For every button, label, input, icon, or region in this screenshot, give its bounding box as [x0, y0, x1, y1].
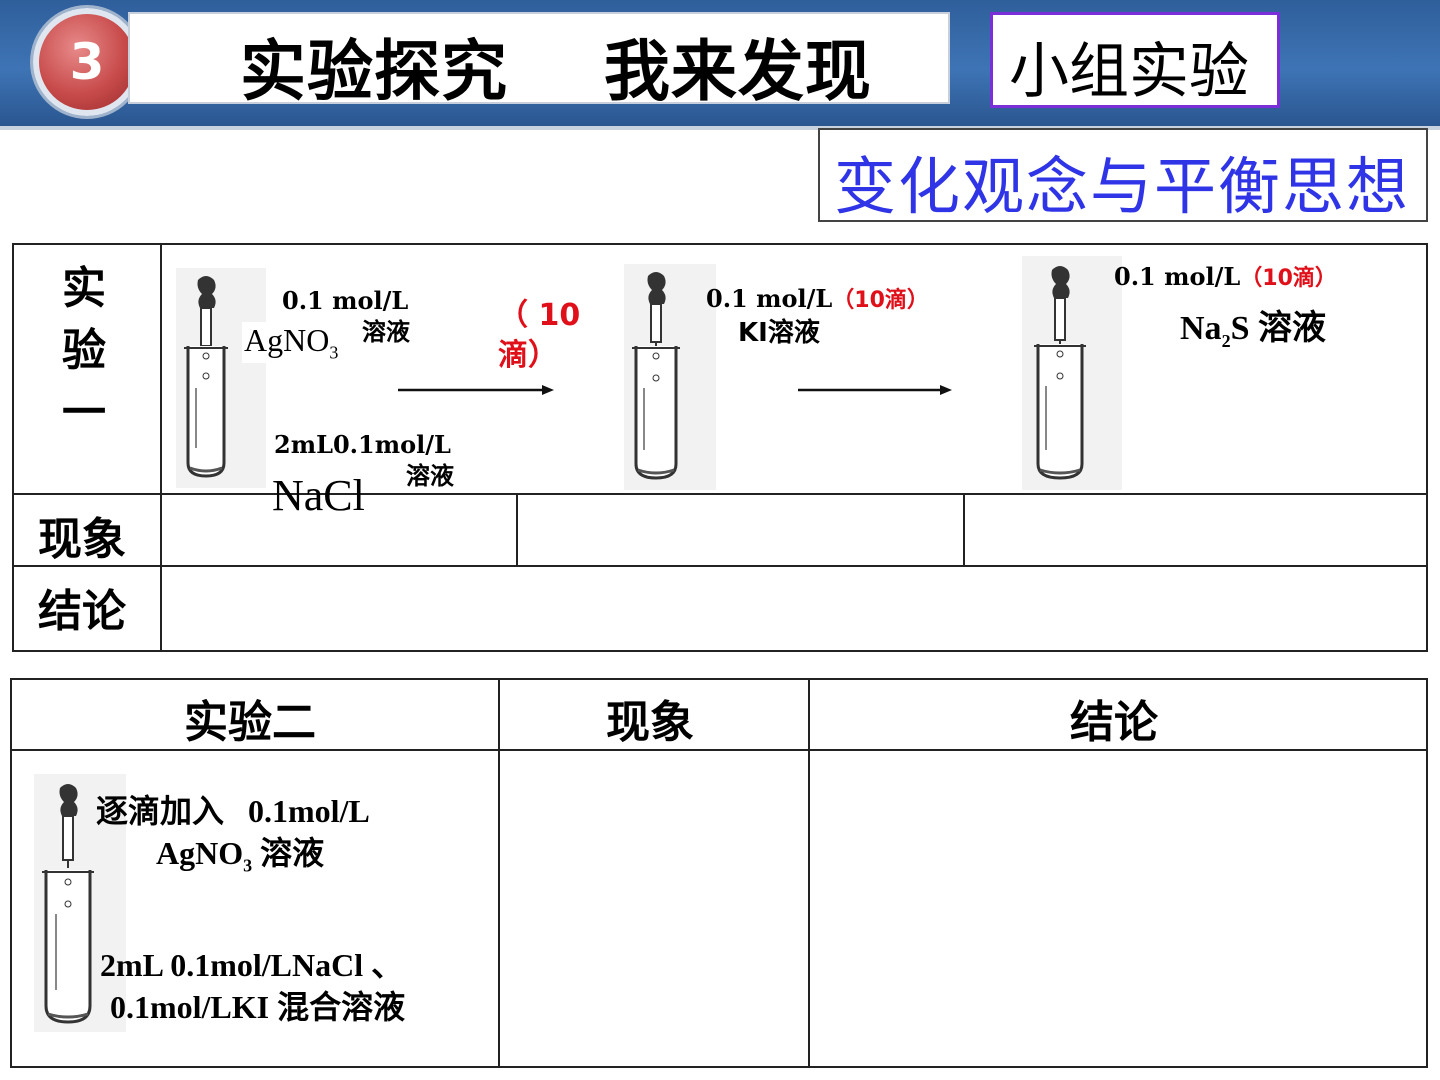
- step3-reagent-name: Na2S 溶液: [1180, 310, 1326, 351]
- step1-base-name: NaCl: [272, 471, 365, 520]
- table1-line: [12, 565, 1428, 567]
- table2-line: [808, 678, 810, 1068]
- section-number-badge: 3: [33, 8, 141, 116]
- step3-reagent-conc: 0.1 mol/L（10滴）: [1114, 262, 1337, 291]
- group-experiment-tag: 小组实验: [990, 12, 1280, 108]
- concept-box: 变化观念与平衡思想: [818, 128, 1428, 223]
- arrow-right-icon: [398, 385, 554, 395]
- table1-line: [160, 243, 162, 652]
- step1-reagent-name: AgNO3: [242, 322, 341, 364]
- table1-line: [1426, 243, 1428, 652]
- step1-reagent-solution: 溶液: [362, 318, 410, 346]
- exp2-reagent-line1: 逐滴加入 0.1mol/L: [96, 793, 370, 829]
- table1-line: [516, 493, 518, 567]
- table1-line: [963, 493, 965, 567]
- step2-reagent-conc: 0.1 mol/L（10滴）: [706, 284, 929, 313]
- table2-line: [1426, 678, 1428, 1068]
- table1-line: [12, 243, 1428, 245]
- step1-drop-count: （ 10 滴）: [498, 298, 581, 373]
- table1-line: [12, 650, 1428, 652]
- exp2-base-line2: 0.1mol/LKI 混合溶液: [110, 989, 406, 1025]
- step1-reagent-conc: 0.1 mol/L: [282, 286, 409, 315]
- step1-base-conc: 2mL0.1mol/L: [274, 430, 451, 459]
- table2-line: [10, 678, 1428, 680]
- table1-line: [12, 493, 1428, 495]
- title-box: 实验探究 我来发现: [128, 12, 950, 110]
- arrow-right-icon: [798, 385, 952, 395]
- step2-reagent-solution: KI溶液: [738, 318, 820, 348]
- section-number: 3: [69, 33, 105, 91]
- row-label-experiment-one: 实 验 一: [62, 263, 106, 438]
- test-tube-icon: [34, 774, 126, 1032]
- table2-header-conclusion: 结论: [1070, 697, 1158, 748]
- table2-line: [10, 1066, 1428, 1068]
- table2-header-phenomenon: 现象: [606, 697, 694, 748]
- step1-base-solution: 溶液: [406, 462, 454, 490]
- test-tube-icon: [624, 264, 716, 490]
- table2-header-experiment: 实验二: [184, 697, 316, 748]
- exp2-base-line1: 2mL 0.1mol/LNaCl 、: [100, 947, 404, 983]
- row-label-phenomenon: 现象: [38, 514, 126, 565]
- concept-label: 变化观念与平衡思想: [834, 150, 1411, 223]
- exp2-reagent-line2: AgNO3 溶液: [156, 835, 325, 876]
- test-tube-icon: [176, 268, 266, 488]
- row-label-conclusion: 结论: [38, 586, 126, 637]
- table2-line: [498, 678, 500, 1068]
- table2-line: [10, 749, 1428, 751]
- table1-line: [12, 243, 14, 652]
- group-experiment-label: 小组实验: [1009, 37, 1249, 107]
- page-title: 实验探究 我来发现: [240, 33, 872, 110]
- test-tube-icon: [1022, 256, 1122, 490]
- table2-line: [10, 678, 12, 1068]
